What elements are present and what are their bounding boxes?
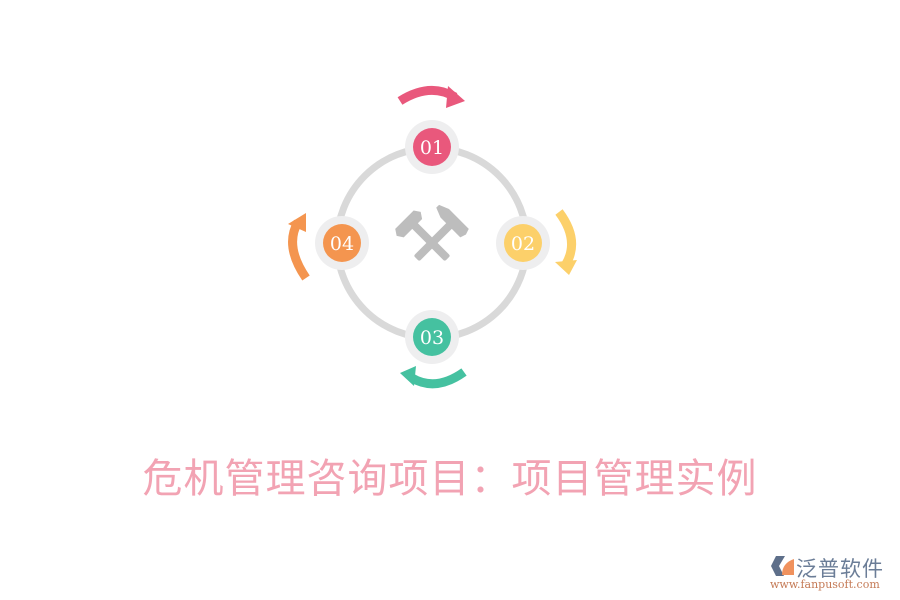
node-03-label: 03: [420, 327, 444, 349]
node-01: 01: [405, 120, 459, 174]
node-02-label: 02: [511, 233, 535, 255]
arrow-02-icon: [555, 209, 577, 275]
diagram-title: 危机管理咨询项目：项目管理实例: [142, 456, 758, 502]
node-02: 02: [496, 216, 550, 270]
crossed-hammers-icon: [395, 204, 469, 261]
arrow-03-icon: [400, 366, 467, 389]
node-04: 04: [315, 216, 369, 270]
node-01-label: 01: [420, 137, 444, 159]
arrow-04-icon: [288, 213, 310, 281]
fanpu-logo-icon: [771, 556, 794, 576]
logo-name: 泛普软件: [796, 557, 884, 581]
brand-logo: 泛普软件 www.fanpusoft.com: [768, 553, 898, 595]
logo-url: www.fanpusoft.com: [770, 578, 880, 591]
arrow-01-icon: [397, 86, 465, 108]
node-03: 03: [405, 310, 459, 364]
node-04-label: 04: [330, 233, 354, 255]
